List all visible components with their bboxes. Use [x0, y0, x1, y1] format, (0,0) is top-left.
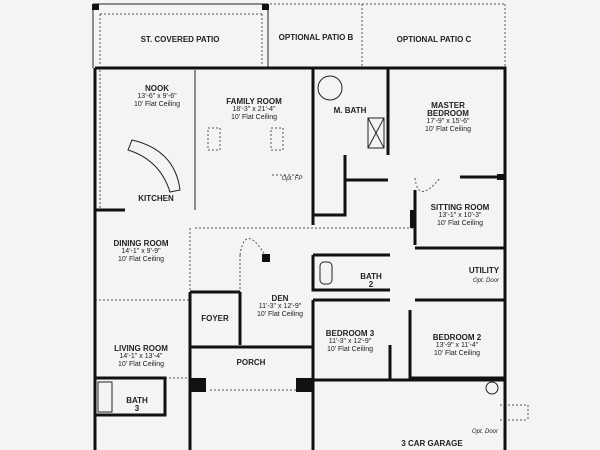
room-number: 3 [134, 404, 140, 413]
room-size: 13'-9" x 11'-4" [435, 342, 479, 349]
room-ceiling: 10' Flat Ceiling [424, 126, 472, 133]
room-name: BEDROOM 2 [432, 333, 482, 342]
room-ceiling: 10' Flat Ceiling [117, 361, 165, 368]
patio-optional-b: OPTIONAL PATIO B [279, 34, 354, 42]
room-name: KITCHEN [138, 194, 174, 203]
room-name: M. BATH [333, 106, 367, 115]
patio-label: ST. COVERED PATIO [140, 35, 220, 44]
room-size: 13'-6" x 9'-6" [137, 93, 177, 100]
room-name: PORCH [236, 358, 266, 367]
room-name: MASTER [431, 101, 465, 110]
room-name: FOYER [201, 314, 229, 323]
room-name: SITTING ROOM [430, 203, 490, 212]
room-size: 11'-3" x 12'-9" [258, 303, 302, 310]
room-ceiling: 10' Flat Ceiling [326, 346, 374, 353]
note-opt-door-utility: Opt. Door [472, 278, 500, 284]
room-size: 18'-3" x 21'-4" [232, 106, 276, 113]
room-ceiling: 10' Flat Ceiling [133, 101, 181, 108]
room-name: BEDROOM [427, 109, 469, 118]
room-size: 14'-1" x 9'-9" [121, 248, 161, 255]
patio-optional-c: OPTIONAL PATIO C [397, 36, 472, 44]
note-opt-door-garage: Opt. Door [471, 429, 499, 435]
room-ceiling: 10' Flat Ceiling [117, 256, 165, 263]
room-name: DEN [271, 294, 289, 303]
room-porch: PORCH [237, 359, 266, 367]
patio-label: OPTIONAL PATIO B [278, 33, 354, 42]
room-ceiling: 10' Flat Ceiling [230, 114, 278, 121]
room-name: 3 CAR GARAGE [401, 439, 463, 448]
room-name: NOOK [145, 84, 169, 93]
room-name: BATH [126, 396, 148, 405]
room-name: DINING ROOM [113, 239, 169, 248]
room-number: 2 [368, 280, 374, 289]
room-ceiling: 10' Flat Ceiling [256, 311, 304, 318]
room-master-bath: M. BATH [334, 107, 367, 115]
room-name: LIVING ROOM [114, 344, 168, 353]
room-kitchen: KITCHEN [138, 195, 174, 203]
patio-label: OPTIONAL PATIO C [396, 35, 472, 44]
room-utility: UTILITY [469, 267, 499, 275]
room-garage: 3 CAR GARAGE [401, 440, 462, 448]
room-ceiling: 10' Flat Ceiling [433, 350, 481, 357]
room-size: 17'-9" x 15'-6" [426, 118, 470, 125]
room-name: FAMILY ROOM [226, 97, 282, 106]
room-size: 13'-1" x 10'-3" [438, 212, 482, 219]
note-fireplace: Opt. FP [281, 176, 303, 182]
room-name: BEDROOM 3 [325, 329, 375, 338]
room-foyer: FOYER [201, 315, 229, 323]
room-size: 11'-3" x 12'-9" [328, 338, 372, 345]
room-ceiling: 10' Flat Ceiling [436, 220, 484, 227]
room-name: UTILITY [468, 266, 500, 275]
room-name: BATH [360, 272, 382, 281]
patio-covered: ST. COVERED PATIO [141, 36, 220, 44]
room-size: 14'-1" x 13'-4" [119, 353, 163, 360]
